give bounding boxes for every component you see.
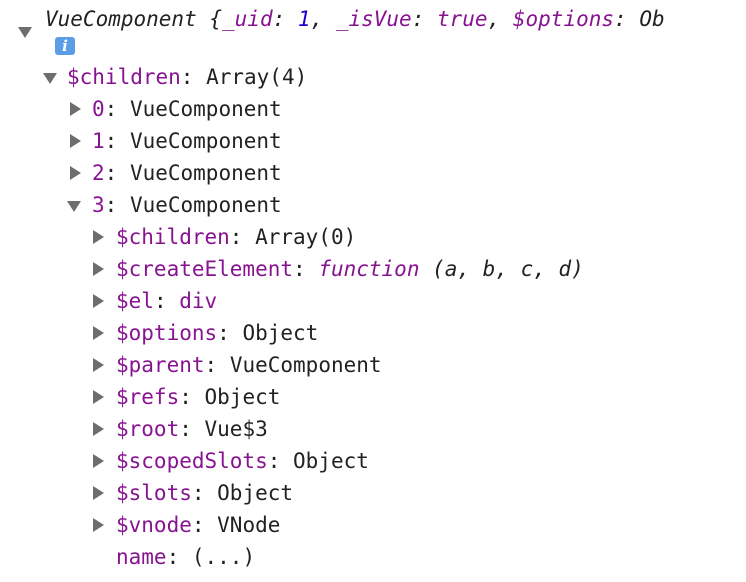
- prop-key: _isVue: [335, 7, 412, 31]
- property-row[interactable]: $root: Vue$3: [116, 413, 268, 445]
- prop-key: $options: [116, 321, 218, 345]
- property-row[interactable]: $options: Object: [116, 317, 318, 349]
- prop-key: $parent: [116, 353, 205, 377]
- colon: :: [104, 129, 130, 153]
- function-keyword: function: [318, 257, 420, 281]
- colon: :: [272, 7, 298, 31]
- expand-toggle-icon[interactable]: [70, 134, 81, 148]
- prop-key: $children: [116, 225, 230, 249]
- expand-toggle-icon[interactable]: [93, 422, 104, 436]
- comma: ,: [310, 7, 336, 31]
- expand-toggle-icon[interactable]: [93, 230, 104, 244]
- prop-key: $options: [512, 7, 615, 31]
- expand-toggle-icon[interactable]: [43, 73, 57, 84]
- info-icon[interactable]: i: [55, 37, 75, 55]
- colon: :: [293, 257, 319, 281]
- prop-key: $createElement: [116, 257, 294, 281]
- colon: :: [180, 65, 207, 89]
- colon: :: [229, 225, 256, 249]
- prop-key: $slots: [116, 481, 192, 505]
- comma: ,: [487, 7, 513, 31]
- prop-key: $refs: [116, 385, 180, 409]
- prop-key: _uid: [222, 7, 273, 31]
- item-value: VueComponent: [129, 97, 282, 121]
- colon: :: [614, 7, 640, 31]
- getter-row[interactable]: name: (...): [116, 541, 255, 573]
- property-row[interactable]: $scopedSlots: Object: [116, 445, 369, 477]
- child-item[interactable]: 0: VueComponent: [92, 93, 282, 125]
- prop-key: $children: [67, 65, 181, 89]
- lazy-getter-value[interactable]: (...): [191, 545, 256, 569]
- expand-toggle-icon[interactable]: [93, 326, 104, 340]
- expand-toggle-icon[interactable]: [93, 390, 104, 404]
- expand-toggle-icon[interactable]: [93, 262, 104, 276]
- colon: :: [104, 193, 130, 217]
- root-object-summary[interactable]: VueComponent {_uid: 1, _isVue: true, $op…: [45, 3, 665, 35]
- prop-value: Ob: [639, 7, 665, 31]
- prop-key: name: [116, 545, 167, 569]
- prop-value: Vue$3: [204, 417, 268, 441]
- expand-toggle-icon[interactable]: [93, 294, 104, 308]
- child-item[interactable]: 2: VueComponent: [92, 157, 282, 189]
- colon: :: [179, 417, 205, 441]
- prop-value: Object: [217, 481, 294, 505]
- expand-toggle-icon[interactable]: [70, 102, 81, 116]
- colon: :: [104, 161, 130, 185]
- property-row[interactable]: $parent: VueComponent: [116, 349, 382, 381]
- prop-value: Array(0): [255, 225, 357, 249]
- prop-value: Array(4): [206, 65, 308, 89]
- item-index: 3: [92, 193, 105, 217]
- class-name: VueComponent: [45, 7, 197, 31]
- colon: :: [179, 385, 205, 409]
- expand-toggle-icon[interactable]: [93, 518, 104, 532]
- expand-toggle-icon[interactable]: [18, 27, 32, 38]
- colon: :: [153, 289, 180, 313]
- property-row[interactable]: $refs: Object: [116, 381, 280, 413]
- property-row[interactable]: $createElement: function (a, b, c, d): [116, 253, 584, 285]
- item-index: 2: [92, 161, 105, 185]
- property-row[interactable]: $children: Array(0): [116, 221, 356, 253]
- prop-key: $scopedSlots: [116, 449, 268, 473]
- expand-toggle-icon[interactable]: [93, 486, 104, 500]
- prop-value: Object: [204, 385, 281, 409]
- colon: :: [267, 449, 294, 473]
- prop-value: VueComponent: [229, 353, 382, 377]
- prop-value-number: 1: [297, 7, 311, 31]
- colon: :: [191, 481, 218, 505]
- colon: :: [104, 97, 130, 121]
- child-item[interactable]: 3: VueComponent: [92, 189, 282, 221]
- expand-toggle-icon[interactable]: [67, 201, 81, 212]
- prop-key: $root: [116, 417, 180, 441]
- colon: :: [191, 513, 218, 537]
- expand-toggle-icon[interactable]: [70, 166, 81, 180]
- item-index: 1: [92, 129, 105, 153]
- prop-key: $vnode: [116, 513, 192, 537]
- item-value: VueComponent: [129, 193, 282, 217]
- children-node[interactable]: $children: Array(4): [67, 61, 307, 93]
- prop-value: div: [179, 289, 218, 313]
- prop-value: VNode: [217, 513, 281, 537]
- property-row[interactable]: $vnode: VNode: [116, 509, 280, 541]
- item-value: VueComponent: [129, 129, 282, 153]
- colon: :: [166, 545, 192, 569]
- prop-value-bool: true: [437, 7, 488, 31]
- expand-toggle-icon[interactable]: [93, 358, 104, 372]
- prop-value: Object: [242, 321, 319, 345]
- child-item[interactable]: 1: VueComponent: [92, 125, 282, 157]
- colon: :: [204, 353, 230, 377]
- colon: :: [217, 321, 243, 345]
- function-signature: (a, b, c, d): [419, 257, 584, 281]
- expand-toggle-icon[interactable]: [93, 454, 104, 468]
- prop-value: Object: [293, 449, 369, 473]
- property-row[interactable]: $slots: Object: [116, 477, 293, 509]
- item-value: VueComponent: [129, 161, 282, 185]
- property-row[interactable]: $el: div: [116, 285, 217, 317]
- item-index: 0: [92, 97, 105, 121]
- brace: {: [196, 7, 223, 31]
- prop-key: $el: [116, 289, 154, 313]
- colon: :: [411, 7, 437, 31]
